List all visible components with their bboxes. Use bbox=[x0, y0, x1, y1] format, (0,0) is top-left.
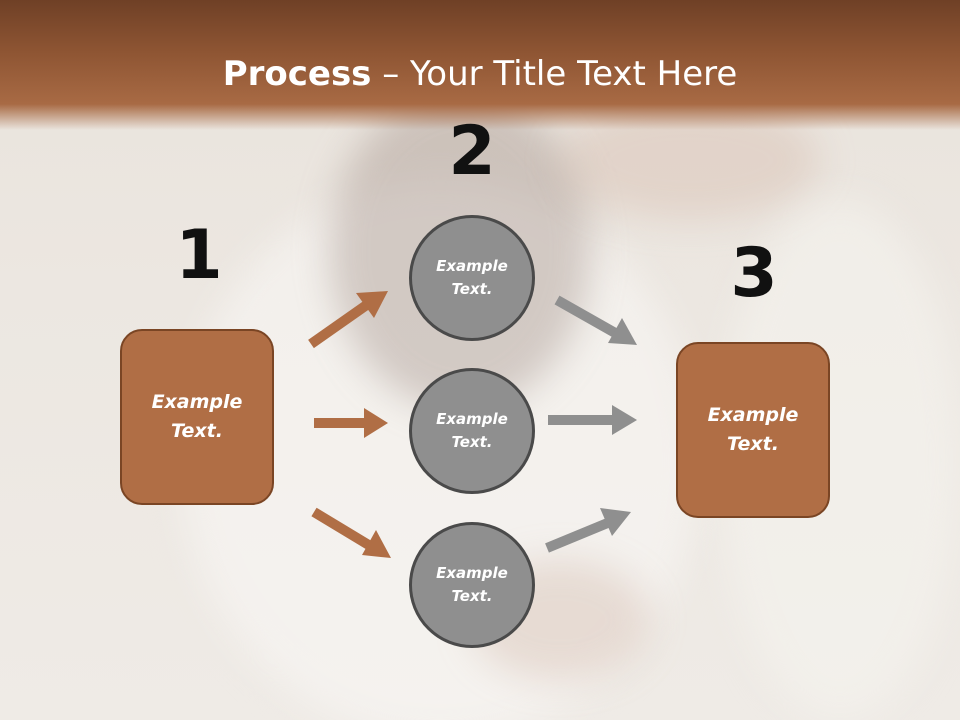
arrow-left-to-top bbox=[308, 291, 388, 349]
step-number-3: 3 bbox=[730, 234, 778, 313]
left-box-text: Example Text. bbox=[151, 391, 243, 442]
step-number-1: 1 bbox=[175, 216, 223, 295]
circle-top-text: Example Text. bbox=[436, 257, 508, 298]
step-number-2: 2 bbox=[448, 112, 496, 191]
arrow-left-to-bottom bbox=[311, 507, 391, 558]
slide-title: Process – Your Title Text Here bbox=[0, 52, 960, 96]
arrow-middle-to-right bbox=[548, 405, 637, 435]
circle-middle[interactable]: Example Text. bbox=[409, 368, 535, 494]
title-bar bbox=[0, 0, 960, 130]
left-process-box[interactable]: Example Text. bbox=[120, 329, 274, 505]
right-process-box[interactable]: Example Text. bbox=[676, 342, 830, 518]
arrow-bottom-to-right bbox=[545, 508, 631, 553]
circle-top[interactable]: Example Text. bbox=[409, 215, 535, 341]
title-rest: – Your Title Text Here bbox=[371, 54, 738, 94]
circle-bottom-text: Example Text. bbox=[436, 564, 508, 605]
circle-middle-text: Example Text. bbox=[436, 410, 508, 451]
arrow-top-to-right bbox=[554, 295, 637, 345]
right-box-text: Example Text. bbox=[707, 404, 799, 455]
title-bold: Process bbox=[222, 54, 372, 94]
arrow-left-to-middle bbox=[314, 408, 388, 438]
circle-bottom[interactable]: Example Text. bbox=[409, 522, 535, 648]
